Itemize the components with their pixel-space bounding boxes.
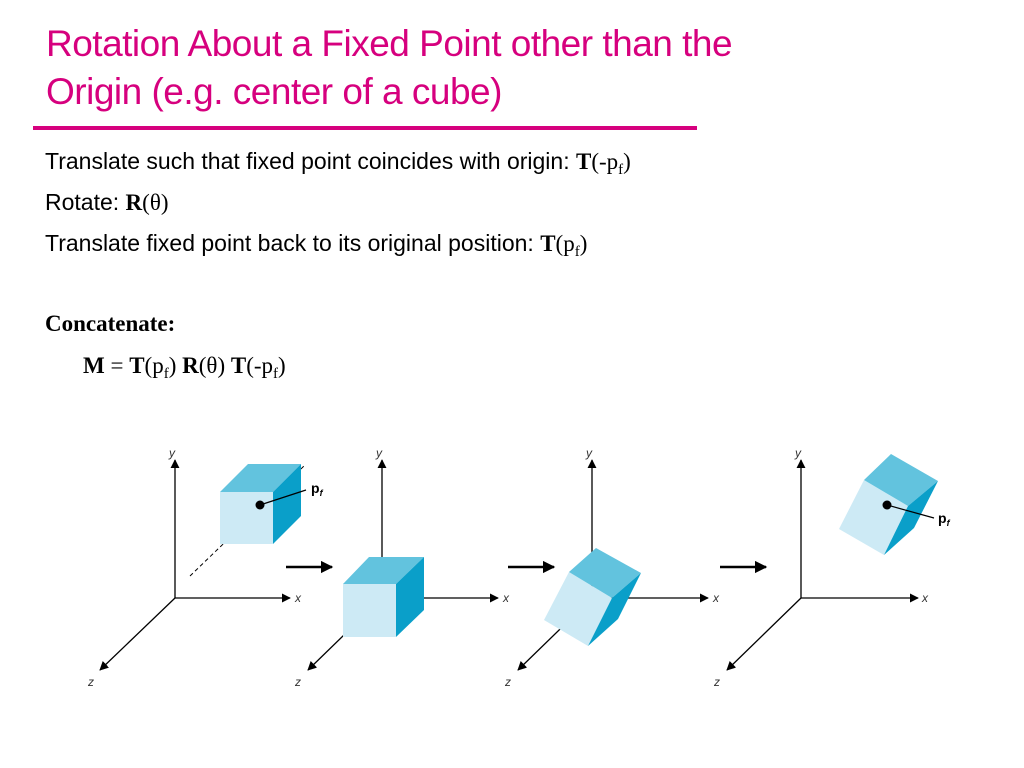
rotation-steps-figure: y x z pf y x z — [87, 446, 951, 689]
y-axis-label: y — [375, 446, 383, 460]
z-axis-label: z — [504, 675, 511, 689]
fixed-point-label: pf — [938, 510, 951, 528]
cube-front-face — [220, 492, 273, 544]
composite-matrix-formula: M = T(pf) R(θ) T(-pf) — [83, 353, 286, 382]
title-line-2: Origin (e.g. center of a cube) — [46, 71, 502, 112]
z-axis-label: z — [713, 675, 720, 689]
y-axis-label: y — [168, 446, 176, 460]
y-axis-label: y — [585, 446, 593, 460]
x-axis-label: x — [921, 591, 929, 605]
x-axis-label: x — [712, 591, 720, 605]
panel-4-axes — [726, 459, 919, 671]
panel-2-translated: y x z — [294, 446, 510, 689]
z-axis-label: z — [294, 675, 301, 689]
panel-1-original: y x z pf — [87, 446, 324, 689]
slide-title: Rotation About a Fixed Point other than … — [46, 20, 1006, 116]
concatenate-heading: Concatenate: — [45, 311, 176, 336]
cube-translated — [343, 557, 424, 637]
step-translate-to-origin: Translate such that fixed point coincide… — [45, 148, 631, 178]
fixed-point-leader — [259, 489, 307, 506]
y-axis-label: y — [794, 446, 802, 460]
x-axis-label: x — [294, 591, 302, 605]
cube-final — [839, 454, 938, 555]
cube-rotated — [544, 548, 641, 646]
title-underline — [33, 126, 697, 130]
step-rotate: Rotate: R(θ) — [45, 189, 169, 215]
fixed-point-label: pf — [311, 480, 324, 498]
fixed-point-leader — [886, 504, 935, 519]
panel-4-translated-back: y x z pf — [713, 446, 951, 689]
panel-3-rotated: y x z — [504, 446, 720, 689]
step-translate-back: Translate fixed point back to its origin… — [45, 230, 588, 260]
x-axis-label: x — [502, 591, 510, 605]
z-axis-label: z — [87, 675, 94, 689]
cube-side-face — [273, 464, 301, 544]
panel-1-axes — [99, 459, 291, 671]
cube-top-face — [220, 464, 301, 492]
title-line-1: Rotation About a Fixed Point other than … — [46, 23, 733, 64]
